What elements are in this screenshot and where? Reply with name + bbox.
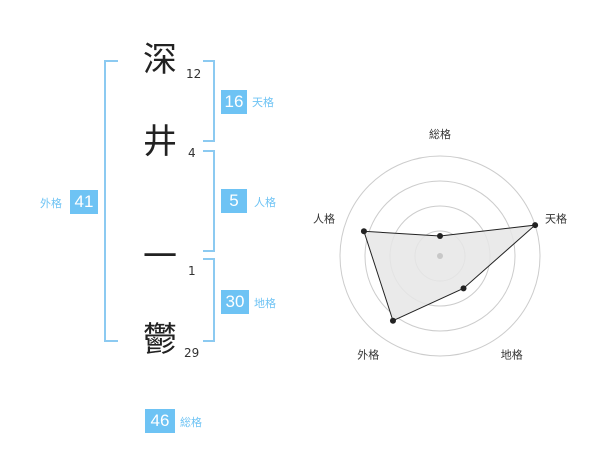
name-char-2: 井 bbox=[143, 122, 177, 162]
radar-center bbox=[437, 253, 443, 259]
radar-axis-label-2: 地格 bbox=[501, 348, 523, 362]
jinkaku-label: 人格 bbox=[254, 196, 276, 209]
gaikaku-bracket bbox=[104, 60, 118, 342]
soukaku-label: 総格 bbox=[180, 416, 202, 429]
stroke-count-3: 1 bbox=[188, 264, 196, 278]
stroke-count-4: 29 bbox=[184, 346, 200, 360]
radar-points bbox=[360, 222, 539, 324]
radar-axis-label-1: 天格 bbox=[545, 211, 567, 225]
radar-point-3 bbox=[389, 317, 396, 324]
chikaku-bracket bbox=[203, 258, 215, 342]
stroke-count-1: 12 bbox=[186, 67, 202, 81]
tenkaku-bracket bbox=[203, 60, 215, 142]
radar-area bbox=[363, 224, 537, 322]
radar-point-0 bbox=[437, 233, 443, 239]
gaikaku-value: 41 bbox=[70, 190, 98, 214]
name-char-1: 深 bbox=[143, 40, 177, 80]
radar-point-1 bbox=[532, 222, 539, 229]
stroke-count-2: 4 bbox=[188, 146, 196, 160]
gaikaku-label: 外格 bbox=[40, 197, 62, 210]
chikaku-label: 地格 bbox=[254, 297, 276, 310]
jinkaku-bracket bbox=[203, 150, 215, 252]
tenkaku-label: 天格 bbox=[252, 96, 274, 109]
soukaku-value: 46 bbox=[145, 409, 175, 433]
name-char-4: 鬱 bbox=[143, 320, 177, 360]
chikaku-value: 30 bbox=[221, 290, 249, 314]
radar-axis-label-4: 人格 bbox=[313, 211, 335, 225]
radar-axis-label-0: 総格 bbox=[429, 127, 451, 141]
radar-point-2 bbox=[460, 285, 467, 292]
radar-axis-label-3: 外格 bbox=[357, 348, 379, 362]
radar-ring-4 bbox=[339, 155, 541, 357]
name-char-3: 一 bbox=[143, 237, 177, 277]
jinkaku-value: 5 bbox=[221, 189, 247, 213]
tenkaku-value: 16 bbox=[221, 90, 247, 114]
radar-point-4 bbox=[360, 228, 367, 235]
radar-ring-3 bbox=[364, 180, 516, 332]
